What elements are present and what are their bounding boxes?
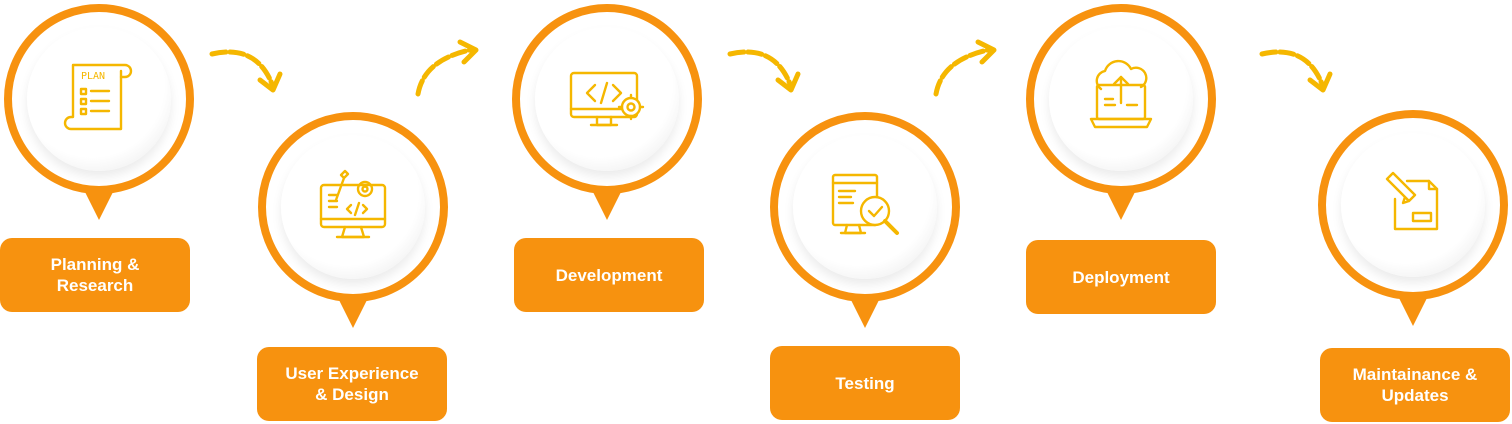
- step-1-pointer: [84, 190, 114, 220]
- step-2-pointer: [338, 298, 368, 328]
- step-4-pin: [770, 112, 960, 332]
- step-6-label: Maintainance & Updates: [1320, 348, 1510, 422]
- arrow-1-icon: [209, 49, 283, 93]
- step-6-circle: [1318, 110, 1508, 300]
- step-5-pin: [1026, 4, 1216, 224]
- step-4-pointer: [850, 298, 880, 328]
- step-1-label: Planning & Research: [0, 238, 190, 312]
- step-2-circle: [258, 112, 448, 302]
- step-4-label: Testing: [770, 346, 960, 420]
- design-monitor-icon: [319, 169, 387, 239]
- code-monitor-icon: [569, 71, 645, 127]
- step-2-label: User Experience & Design: [257, 347, 447, 421]
- arrow-3-icon: [727, 49, 801, 93]
- plan-document-icon: PLAN: [63, 63, 133, 131]
- step-3-pointer: [592, 190, 622, 220]
- step-6-pointer: [1398, 296, 1428, 326]
- step-6-pin: [1318, 110, 1508, 330]
- step-3-circle: [512, 4, 702, 194]
- magnifier-check-icon: [831, 173, 899, 235]
- step-5-pointer: [1106, 190, 1136, 220]
- plan-icon-text: PLAN: [81, 71, 105, 82]
- step-2-pin: [258, 112, 448, 332]
- arrow-2-icon: [415, 39, 479, 97]
- arrow-4-icon: [933, 39, 997, 97]
- arrow-5-icon: [1259, 49, 1333, 93]
- step-3-label: Development: [514, 238, 704, 312]
- step-1-pin: PLAN: [4, 4, 194, 224]
- cloud-upload-laptop-icon: [1089, 59, 1153, 129]
- step-5-label: Deployment: [1026, 240, 1216, 314]
- step-1-circle: [4, 4, 194, 194]
- edit-document-icon: [1385, 171, 1439, 231]
- step-3-pin: [512, 4, 702, 224]
